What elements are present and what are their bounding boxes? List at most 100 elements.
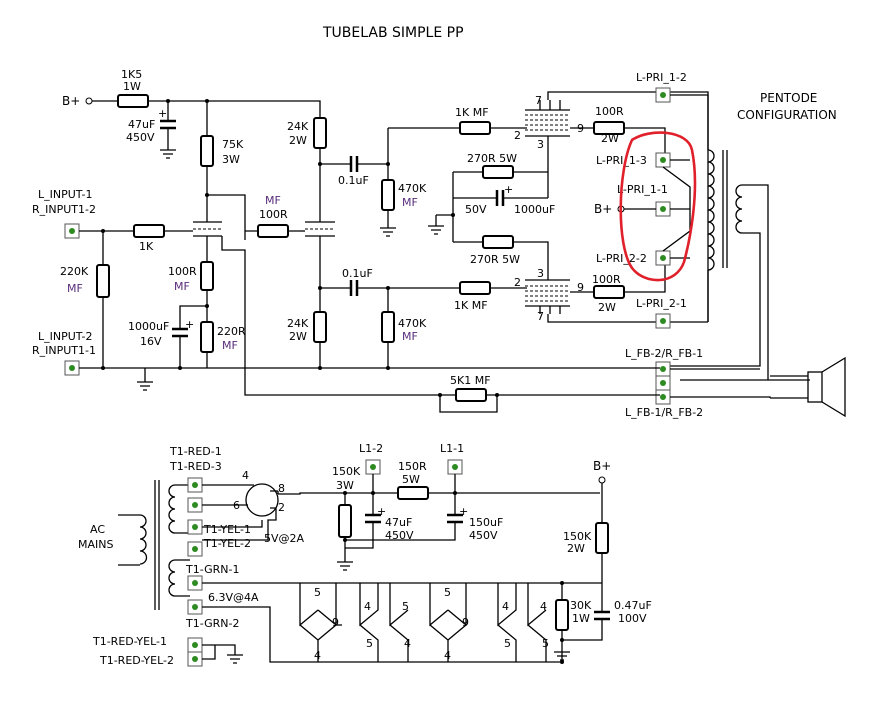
rp8-label: 8	[278, 482, 285, 495]
t1yel2-label: T1-YEL-2	[203, 537, 251, 550]
pin7a: 7	[535, 94, 542, 107]
bplus-top: B+	[62, 94, 321, 122]
speaker-icon	[770, 356, 846, 418]
heater-filaments	[299, 583, 547, 662]
h4d: 4	[444, 649, 451, 662]
r100r-top-watt: 2W	[601, 132, 619, 145]
r1k-label: 1K	[139, 240, 154, 253]
triode-input	[193, 221, 440, 396]
cathode-bias: +	[172, 261, 214, 370]
r100r-mid-label: 100R	[259, 208, 288, 221]
pin3b: 3	[537, 267, 544, 280]
r100r-bot-label: 100R	[592, 273, 621, 286]
output-transformer	[670, 95, 810, 381]
r220k-label: 220K	[60, 265, 89, 278]
t1red1-label: T1-RED-1	[169, 445, 222, 458]
svg-text:B+: B+	[62, 94, 80, 108]
rinput11-label: R_INPUT1-1	[32, 344, 96, 357]
r150r-label: 150R	[398, 460, 427, 473]
r30k-watt: 1W	[572, 612, 590, 625]
rp4-label: 4	[242, 469, 249, 482]
r24k-bot-watt: 2W	[289, 330, 307, 343]
t1ry1-label: T1-RED-YEL-1	[92, 635, 167, 648]
r75k-label: 75K	[222, 138, 244, 151]
t1grn1-label: T1-GRN-1	[185, 563, 239, 576]
bplus-right: B+	[593, 459, 611, 583]
h5b: 5	[366, 637, 373, 650]
r220r-mf: MF	[222, 339, 238, 352]
lpri21-label: L-PRI_2-1	[636, 297, 687, 310]
h4b: 4	[364, 600, 371, 613]
h4e: 4	[502, 600, 509, 613]
rp6-label: 6	[233, 499, 240, 512]
res-470k-bottom	[381, 288, 395, 370]
pin2b: 2	[514, 276, 521, 289]
r470k-bot-mf: MF	[402, 330, 418, 343]
mains-transformer	[118, 480, 190, 610]
lfb2-label: L_FB-2/R_FB-1	[625, 347, 703, 360]
pin7b: 7	[537, 310, 544, 323]
c1000-16-label: 1000uF	[128, 320, 169, 333]
res-100r-mid	[245, 224, 300, 238]
c1000-label: 1000uF	[514, 203, 555, 216]
c047-volt: 100V	[618, 612, 647, 625]
pin9a: 9	[577, 122, 584, 135]
r1kmf-top-label: 1K MF	[455, 106, 489, 119]
r270-bot-label: 270R 5W	[470, 253, 520, 266]
r100r-k-label: 100R	[168, 265, 197, 278]
h5c: 5	[402, 600, 409, 613]
h5f: 5	[542, 637, 549, 650]
r150k2-label: 150K	[563, 530, 592, 543]
c47b-label: 47uF	[385, 516, 412, 529]
h5a: 5	[314, 586, 321, 599]
heater-bus	[202, 581, 610, 664]
pentode-label-2: CONFIGURATION	[737, 108, 837, 122]
lpri13-label: L-PRI_1-3	[596, 154, 647, 167]
c50v-label: 50V	[465, 203, 487, 216]
r100r-top-label: 100R	[595, 105, 624, 118]
h5d: 5	[444, 586, 451, 599]
rp2-label: 2	[278, 501, 285, 514]
l11-label: L1-1	[440, 442, 464, 455]
r100r-mid-mf: MF	[265, 194, 281, 207]
c47-volt: 450V	[126, 131, 155, 144]
diagram-title: TUBELAB SIMPLE PP	[322, 25, 464, 41]
r150k-label: 150K	[332, 465, 361, 478]
res-75k	[200, 99, 246, 240]
v5-label: 5V@2A	[264, 532, 305, 545]
h4a: 4	[314, 649, 321, 662]
r470k-top-label: 470K	[398, 182, 427, 195]
r1k5-label: 1K5	[121, 68, 142, 81]
r100r-k-mf: MF	[174, 280, 190, 293]
mains-label: MAINS	[78, 538, 113, 551]
h9a: 9	[332, 616, 339, 629]
lpri22-label: L-PRI_2-2	[596, 252, 647, 265]
r75k-watt: 3W	[222, 153, 240, 166]
c01-bot-label: 0.1uF	[342, 267, 373, 280]
res-24k-bottom	[313, 311, 327, 370]
rinput12-label: R_INPUT1-2	[32, 203, 96, 216]
svg-text:+: +	[504, 183, 513, 196]
r470k-top-mf: MF	[402, 196, 418, 209]
c01-top-label: 0.1uF	[338, 174, 369, 187]
pin3a: 3	[537, 138, 544, 151]
svg-text:+: +	[158, 107, 167, 120]
mains-terminals	[187, 477, 203, 667]
r24k-top-watt: 2W	[289, 134, 307, 147]
r150k2-watt: 2W	[567, 542, 585, 555]
lpri11-label: L-PRI_1-1	[617, 183, 668, 196]
cap-01-bottom	[320, 280, 527, 296]
pin9b: 9	[577, 281, 584, 294]
res-5k1-feedback	[438, 388, 660, 413]
c150-volt: 450V	[469, 529, 498, 542]
c47-label: 47uF	[128, 118, 155, 131]
r1kmf-bot-label: 1K MF	[454, 299, 488, 312]
lfb1-label: L_FB-1/R_FB-2	[625, 406, 703, 419]
c150-label: 150uF	[469, 516, 503, 529]
r30k-label: 30K	[570, 599, 592, 612]
r5k1-label: 5K1 MF	[450, 374, 491, 387]
res-470k-top	[380, 121, 527, 237]
r150k-watt: 3W	[336, 479, 354, 492]
t1red3-label: T1-RED-3	[169, 460, 222, 473]
